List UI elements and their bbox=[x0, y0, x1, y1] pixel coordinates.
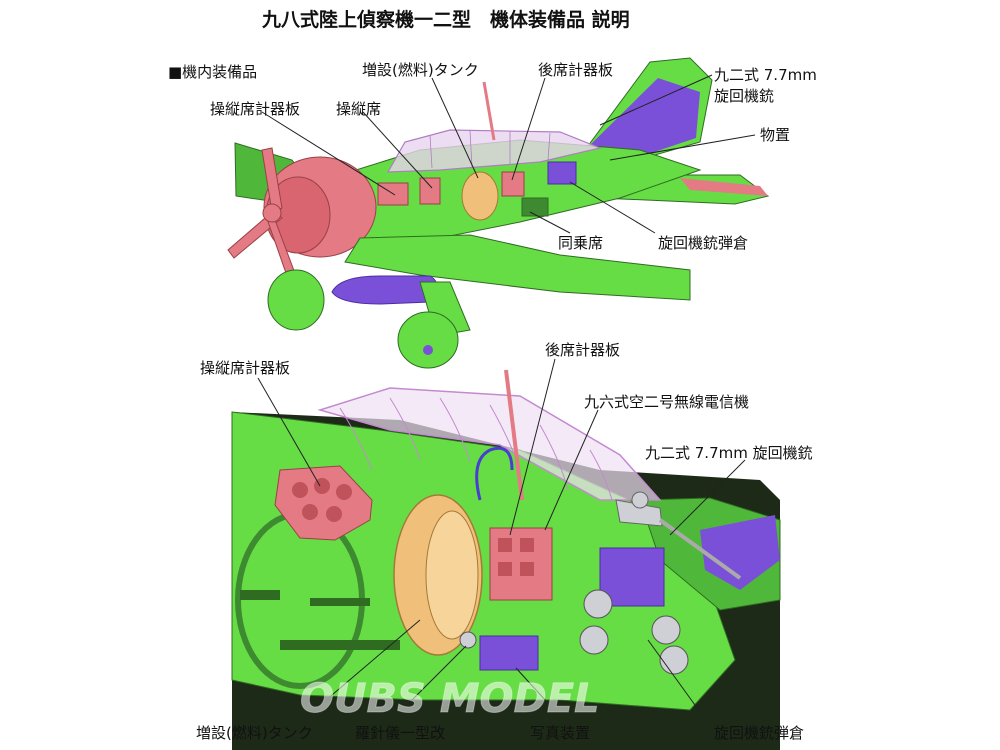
crew-seat-part bbox=[521, 197, 549, 217]
lower-magazine-box bbox=[599, 547, 665, 607]
lower-cockpit-illustration bbox=[231, 369, 781, 750]
label-upper-storage: 物置 bbox=[760, 126, 790, 144]
label-upper-machine-gun-line1: 九二式 7.7mm bbox=[714, 66, 817, 84]
label-upper-fuel-tank: 増設(燃料)タンク bbox=[362, 61, 479, 79]
canopy bbox=[386, 129, 602, 173]
label-lower-machine-gun: 九二式 7.7mm 旋回機銃 bbox=[645, 444, 813, 462]
label-lower-rear-panel: 後席計器板 bbox=[545, 341, 620, 359]
lower-antenna-rod bbox=[504, 369, 524, 501]
leader-lines bbox=[257, 74, 756, 713]
label-lower-camera: 写真装置 bbox=[530, 724, 590, 742]
pilot-seat-part bbox=[419, 177, 441, 205]
label-upper-machine-gun: 九二式 7.7mm 旋回機銃 bbox=[714, 66, 822, 105]
label-upper-pilot-seat: 操縦席 bbox=[336, 100, 381, 118]
watermark: OUBS MODEL bbox=[300, 676, 600, 722]
lower-canopy bbox=[317, 387, 662, 501]
wheel-left bbox=[267, 269, 325, 331]
tail-purple-piece bbox=[700, 515, 780, 590]
right-wing bbox=[344, 234, 691, 301]
label-upper-magazine: 旋回機銃弾倉 bbox=[658, 234, 748, 252]
tail-purple-section bbox=[585, 78, 700, 166]
label-lower-compass: 羅針儀一型改 bbox=[355, 724, 445, 742]
stabilizer-red-edge bbox=[680, 178, 768, 196]
antenna-mast bbox=[482, 81, 496, 141]
page-title: 九八式陸上偵察機一二型 機体装備品 説明 bbox=[261, 8, 630, 31]
rear-panel-part bbox=[501, 171, 525, 197]
label-lower-radio: 九六式空二号無線電信機 bbox=[584, 393, 749, 411]
drop-tank bbox=[331, 275, 438, 305]
section-heading: ■機内装備品 bbox=[168, 63, 257, 81]
lower-ammo-drums bbox=[579, 589, 689, 675]
label-lower-pilot-panel: 操縦席計器板 bbox=[200, 359, 290, 377]
antenna-wire bbox=[475, 446, 514, 501]
fuel-tank-part bbox=[461, 171, 499, 221]
lower-machine-gun bbox=[615, 491, 742, 580]
wheel-right bbox=[397, 311, 459, 369]
magazine-part bbox=[547, 161, 577, 185]
upper-aircraft-illustration bbox=[227, 57, 770, 369]
label-upper-machine-gun-line2: 旋回機銃 bbox=[714, 87, 774, 105]
label-lower-magazine: 旋回機銃弾倉 bbox=[714, 724, 804, 742]
label-upper-crew-seat: 同乗席 bbox=[558, 234, 603, 252]
label-lower-fuel-tank: 増設(燃料)タンク bbox=[196, 724, 313, 742]
lower-camera bbox=[479, 635, 539, 671]
label-upper-pilot-panel: 操縦席計器板 bbox=[210, 100, 300, 118]
lower-compass bbox=[459, 631, 477, 649]
label-upper-rear-panel: 後席計器板 bbox=[538, 61, 613, 79]
